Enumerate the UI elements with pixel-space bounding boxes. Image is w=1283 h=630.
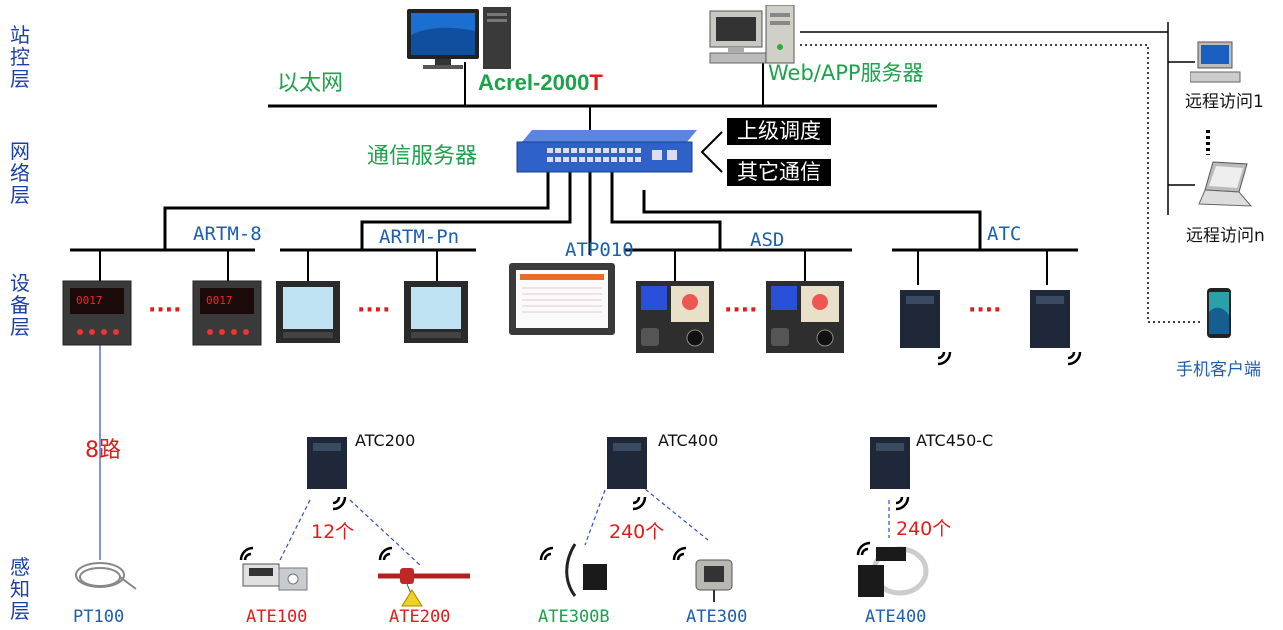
network-switch-icon — [516, 130, 697, 173]
atc200-collector-icon — [307, 437, 347, 511]
layer-device-label: 设备层 — [10, 271, 30, 339]
ellipsis-2: ···· — [357, 298, 391, 323]
atc-device-icon — [1030, 290, 1082, 366]
pt100-label: PT100 — [73, 607, 125, 627]
desktop-computer-icon — [407, 7, 511, 69]
acrel-2000-text: Acrel-2000 — [478, 70, 590, 95]
svg-text:0017: 0017 — [76, 294, 103, 307]
ate100-label: ATE100 — [246, 607, 308, 627]
route-count-label: 8路 — [85, 438, 121, 463]
asd-label: ASD — [750, 229, 785, 251]
acrel-t-text: T — [589, 70, 603, 95]
asd-device-icon — [766, 281, 844, 353]
ate300b-sensor-icon — [539, 543, 607, 597]
svg-text:0017: 0017 — [206, 294, 233, 307]
atc200-count-label: 12个 — [311, 521, 355, 543]
web-app-server-label: Web/APP服务器 — [768, 61, 924, 85]
laptop-icon — [1198, 161, 1253, 207]
remote-pc-icon — [1190, 41, 1241, 83]
artm-8-meter-icon: 0017 — [192, 280, 262, 346]
ellipsis-4: ···· — [968, 298, 1002, 323]
ate200-sensor-icon — [378, 546, 470, 607]
artm-8-meter-icon: 0017 — [62, 280, 132, 346]
atc450-collector-icon — [870, 437, 910, 511]
ate400-label: ATE400 — [865, 607, 927, 627]
atc450-count-label: 240个 — [896, 518, 952, 540]
acrel-2000t-label: Acrel-2000T — [478, 72, 603, 94]
ate300-sensor-icon — [672, 546, 733, 602]
atc-device-icon — [900, 290, 952, 366]
atc-label: ATC — [987, 223, 1022, 245]
remote-access-n-label: 远程访问n — [1186, 226, 1265, 246]
ate200-label: ATE200 — [389, 607, 451, 627]
ate100-sensor-icon — [239, 546, 308, 591]
mobile-phone-icon — [1207, 288, 1231, 338]
remote-access-1-label: 远程访问1 — [1185, 92, 1264, 112]
upper-dispatch-label: 上级调度 — [727, 118, 831, 145]
layer-network-label: 网络层 — [10, 139, 30, 207]
atc200-label: ATC200 — [355, 431, 416, 450]
atp010-label: ATP010 — [565, 239, 634, 261]
comm-server-label: 通信服务器 — [367, 144, 478, 169]
atc400-label: ATC400 — [658, 431, 719, 450]
artm-pn-label: ARTM-Pn — [379, 226, 460, 248]
artm-pn-meter-icon — [404, 281, 468, 343]
asd-device-icon — [636, 281, 714, 353]
layer-sensing-label: 感知层 — [10, 555, 30, 623]
atp010-touchscreen-icon — [509, 263, 615, 335]
artm-8-label: ARTM-8 — [193, 223, 262, 245]
ate400-sensor-icon — [856, 541, 929, 597]
atc400-count-label: 240个 — [609, 521, 665, 543]
ate300-label: ATE300 — [686, 607, 748, 627]
mobile-client-label: 手机客户端 — [1176, 360, 1261, 380]
ellipsis-3: ···· — [724, 298, 758, 323]
other-comm-label: 其它通信 — [727, 159, 831, 186]
ate300b-label: ATE300B — [538, 607, 610, 627]
ethernet-label: 以太网 — [277, 71, 344, 96]
web-server-icon — [709, 5, 795, 64]
atc450-label: ATC450-C — [916, 431, 994, 450]
artm-pn-meter-icon — [276, 281, 340, 343]
ellipsis-1: ···· — [148, 298, 182, 323]
layer-station-label: 站控层 — [10, 23, 30, 91]
pt100-sensor-icon — [75, 562, 137, 590]
atc400-collector-icon — [607, 437, 647, 511]
